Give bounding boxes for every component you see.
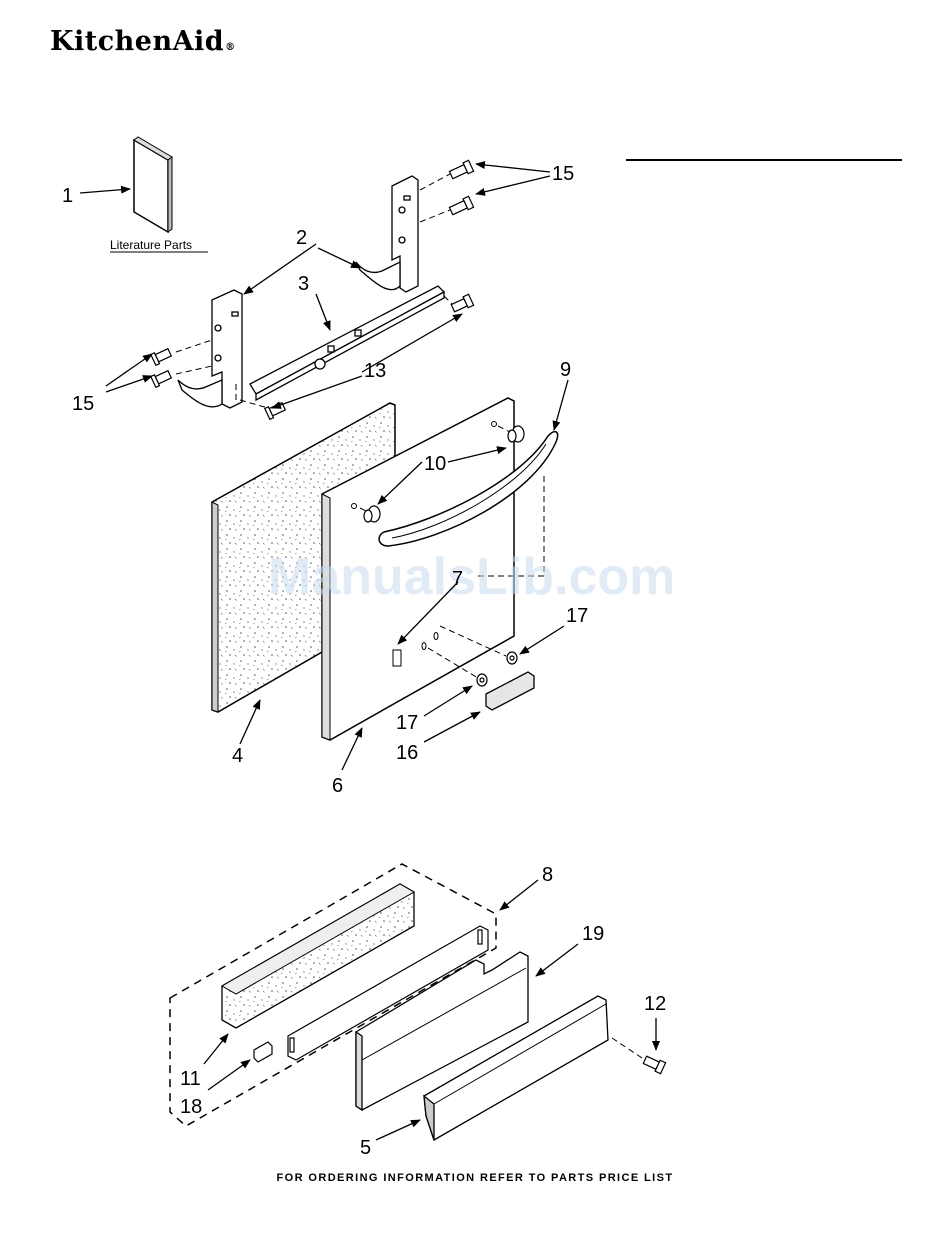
callout-16: 16	[396, 742, 418, 764]
callout-15-top: 15	[552, 163, 574, 185]
callout-15-left: 15	[72, 393, 94, 415]
callout-13: 13	[364, 360, 386, 382]
callout-1: 1	[62, 185, 73, 207]
callout-2: 2	[296, 227, 307, 249]
right-mounting-bracket	[356, 176, 418, 292]
callout-12: 12	[644, 993, 666, 1015]
callout-4: 4	[232, 745, 243, 767]
callout-10: 10	[424, 453, 446, 475]
literature-booklet	[134, 137, 172, 232]
callout-6: 6	[332, 775, 343, 797]
callout-5: 5	[360, 1137, 371, 1159]
kick-plate-clip	[254, 1042, 272, 1062]
watermark: ManualsLib.com	[268, 548, 675, 606]
screws	[151, 160, 474, 419]
ordering-info-footer: FOR ORDERING INFORMATION REFER TO PARTS …	[0, 1172, 950, 1184]
toe-kick-screw-line	[612, 1038, 642, 1058]
callout-7: 7	[452, 568, 463, 590]
callout-19: 19	[582, 923, 604, 945]
callout-17-upper: 17	[566, 605, 588, 627]
mounting-rail	[250, 286, 444, 400]
control-panel-cover	[486, 672, 534, 710]
callout-11: 11	[180, 1068, 201, 1090]
callout-8: 8	[542, 864, 553, 886]
callout-17-lower: 17	[396, 712, 418, 734]
literature-parts-label: Literature Parts	[110, 238, 192, 252]
callout-3: 3	[298, 273, 309, 295]
callout-9: 9	[560, 359, 571, 381]
toe-kick-screw	[642, 1054, 665, 1073]
callout-18: 18	[180, 1096, 202, 1118]
left-mounting-bracket	[178, 290, 242, 408]
